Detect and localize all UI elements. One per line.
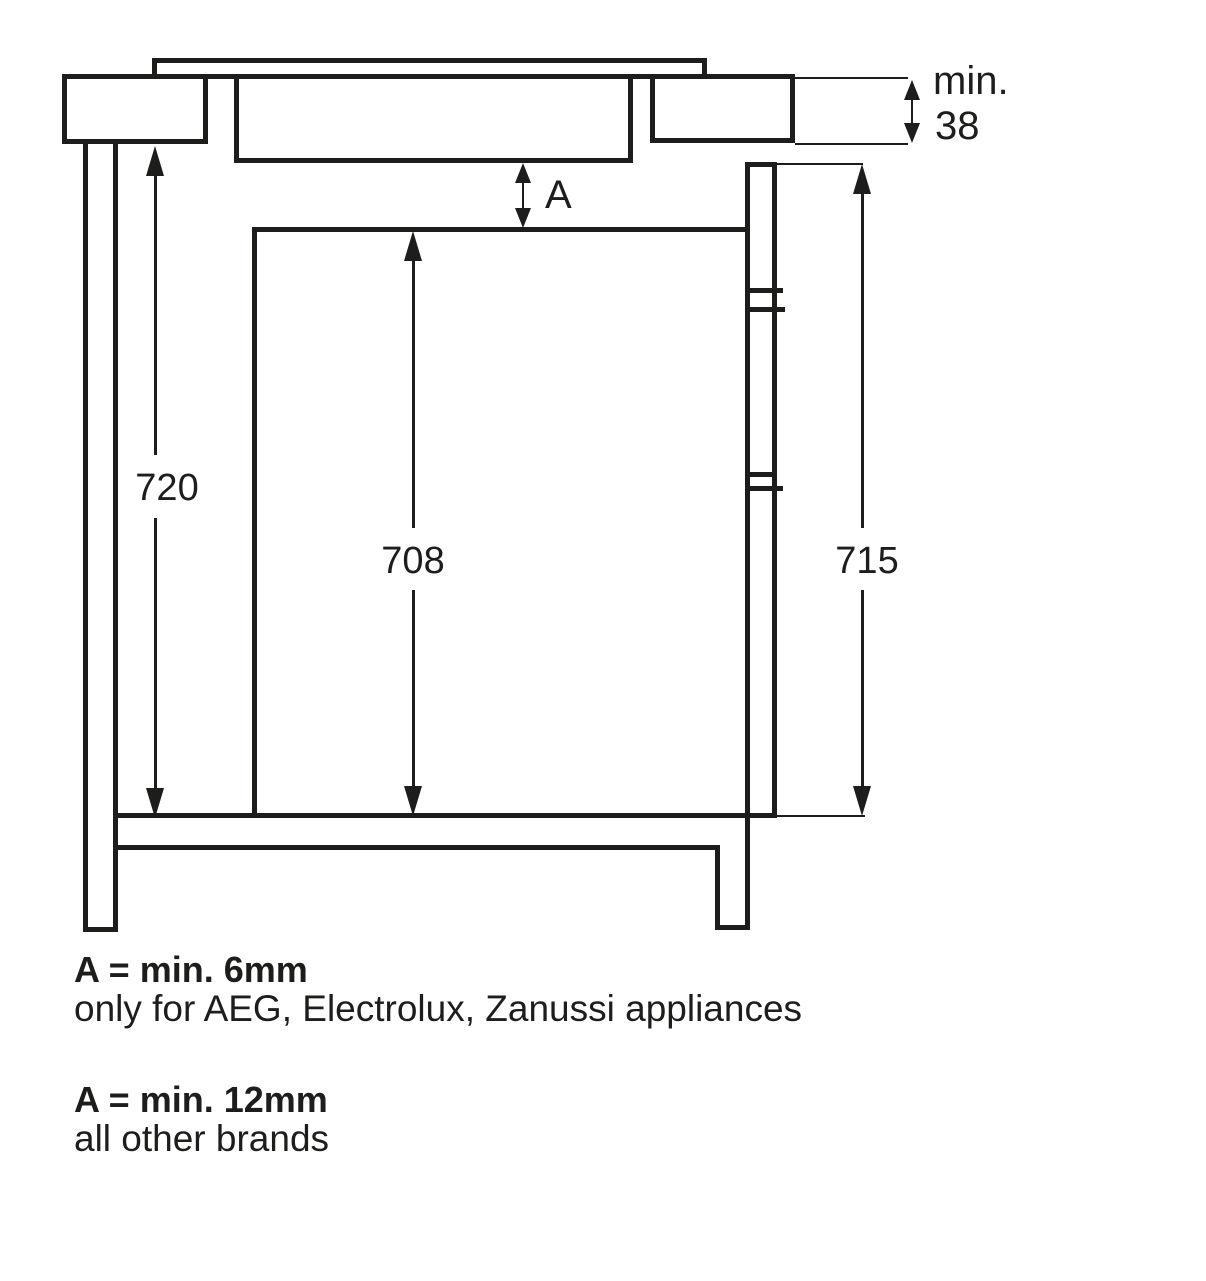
note-2-description: all other brands — [74, 1118, 330, 1159]
right-leg-foot-cap — [715, 925, 750, 930]
min-gap-label-line1: min. — [933, 59, 1009, 103]
dim-715-extension-bottom — [777, 815, 865, 817]
column-seg2-bottom-cap — [745, 472, 777, 477]
dim-715-shaft-lower — [861, 590, 864, 786]
dim-720-shaft-lower — [154, 518, 157, 788]
dim-715-arrow-up — [853, 164, 871, 194]
right-cabinet-top-panel — [650, 74, 795, 143]
gap-a-arrow-up — [515, 163, 531, 183]
column-seg3-top-cap — [745, 486, 783, 491]
column-front-line — [745, 162, 750, 930]
min-gap-arrow-up — [904, 80, 920, 100]
worktop-left-joint — [152, 58, 157, 79]
dim-715-label: 715 — [835, 540, 899, 582]
left-panel-foot-cap — [83, 927, 118, 932]
worktop-top-edge — [152, 58, 707, 63]
dim-708-arrow-up — [404, 231, 422, 261]
dim-720-arrow-up — [146, 146, 164, 176]
column-top-cap — [745, 162, 777, 167]
min-gap-label-line2: 38 — [935, 104, 980, 148]
gap-a-label: A — [545, 173, 572, 217]
dim-708-shaft-upper — [412, 259, 415, 528]
dim-720-arrow-down — [146, 788, 164, 818]
gap-a-arrow-down — [515, 208, 531, 228]
dim-720-label: 720 — [135, 467, 199, 509]
dim-708-arrow-down — [404, 786, 422, 816]
niche-left-edge — [252, 227, 257, 817]
note-2-title: A = min. 12mm — [74, 1079, 328, 1120]
left-cabinet-top-panel — [62, 74, 208, 144]
niche-top-edge — [252, 227, 750, 232]
min-gap-extension-top — [795, 77, 908, 79]
dim-715-shaft-upper — [861, 192, 864, 528]
shelf-top-edge — [115, 813, 777, 818]
hob-right-edge — [628, 79, 633, 163]
note-1-description: only for AEG, Electrolux, Zanussi applia… — [74, 988, 803, 1029]
gap-a-arrow-shaft — [522, 179, 524, 212]
min-gap-arrow-shaft — [911, 96, 913, 127]
dim-715-extension-top — [777, 163, 863, 165]
column-seg2-top-cap — [745, 307, 785, 312]
right-leg-front-edge — [715, 845, 720, 930]
dim-708-shaft-lower — [412, 590, 415, 786]
left-panel-front-line — [83, 144, 88, 932]
shelf-bottom-edge — [115, 845, 720, 850]
min-gap-arrow-down — [904, 123, 920, 143]
dim-708-label: 708 — [381, 540, 445, 582]
worktop-underside-line — [62, 74, 795, 79]
left-panel-back-line — [113, 144, 118, 932]
column-seg1-bottom-cap — [745, 288, 783, 293]
note-1-title: A = min. 6mm — [74, 949, 308, 990]
hob-left-edge — [234, 79, 239, 163]
min-gap-extension-bottom — [795, 143, 908, 145]
worktop-right-joint — [702, 58, 707, 79]
dim-720-shaft-upper — [154, 174, 157, 455]
hob-bottom-edge — [234, 158, 633, 163]
dim-715-arrow-down — [853, 786, 871, 816]
